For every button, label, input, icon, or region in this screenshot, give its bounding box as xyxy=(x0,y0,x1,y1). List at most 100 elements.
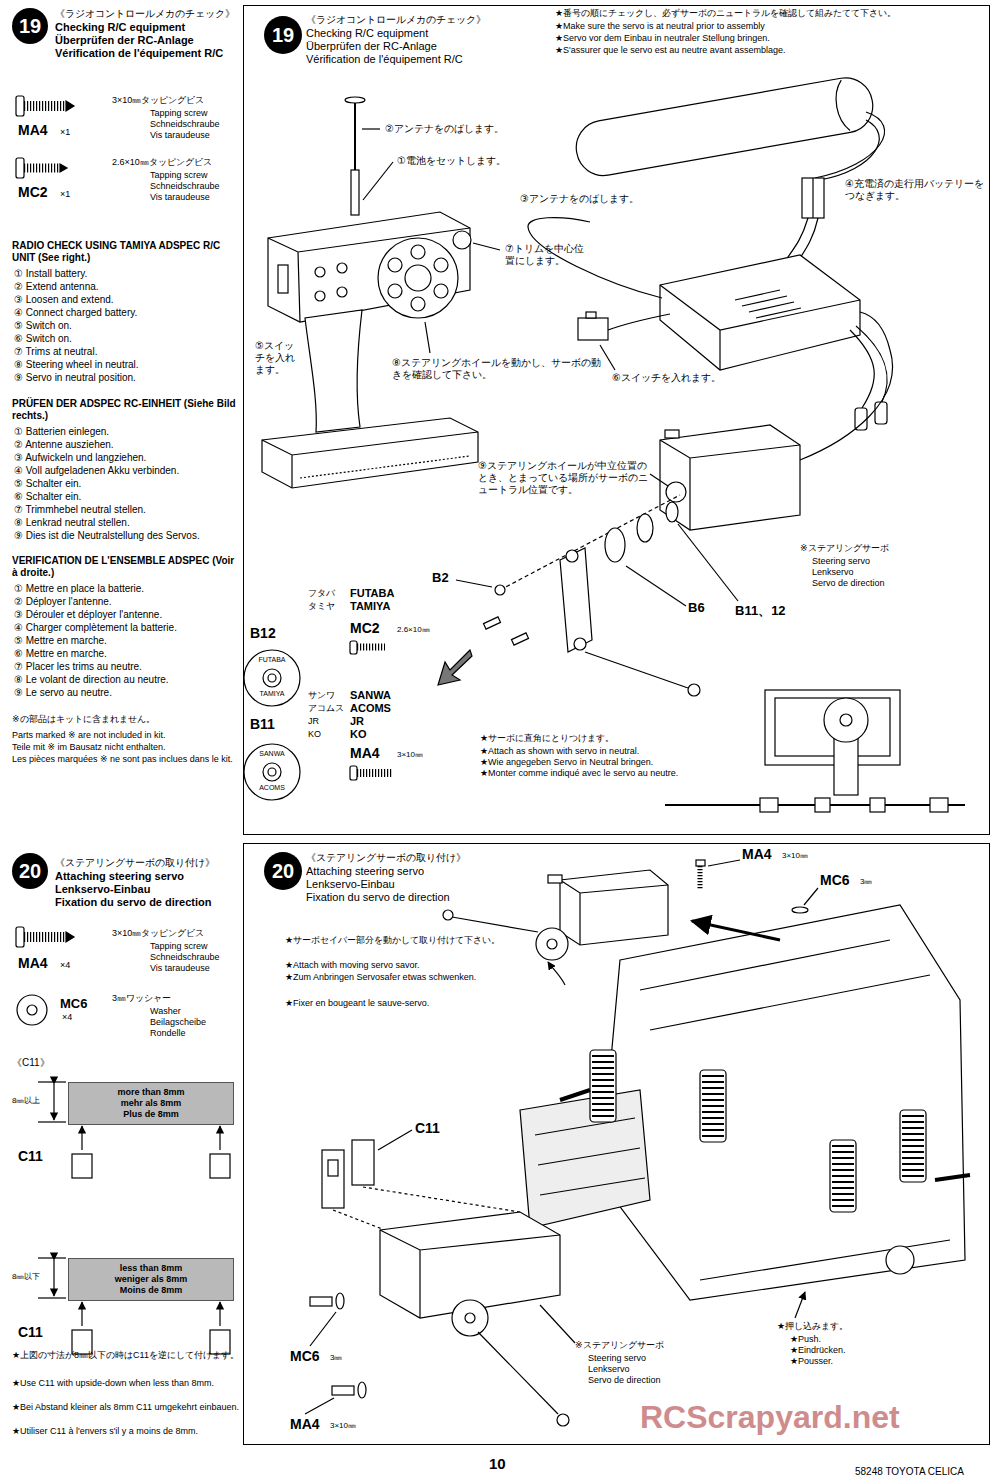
illustration-stroke xyxy=(305,310,362,432)
illustration-stroke xyxy=(640,940,950,1280)
annotation-text: ② Déployer l'antenne. xyxy=(14,596,240,608)
illustration-stroke xyxy=(24,101,66,111)
illustration-stroke xyxy=(453,231,471,249)
annotation-text: 8㎜以上 xyxy=(12,1096,48,1106)
illustration-stroke xyxy=(268,212,470,322)
illustration-stroke xyxy=(560,870,668,945)
illustration-stroke xyxy=(388,284,402,298)
annotation-text: TAMIYA xyxy=(252,690,292,698)
annotation-text: 3㎜ xyxy=(860,877,890,887)
illustration-stroke xyxy=(310,1297,332,1306)
illustration-stroke xyxy=(702,1075,724,1138)
illustration-stroke xyxy=(600,905,965,1300)
part-note: Moins de 8mm xyxy=(120,1285,183,1296)
illustration-stroke xyxy=(900,1110,926,1182)
annotation-text: ⑦ Trims at neutral. xyxy=(14,346,240,358)
illustration-stroke xyxy=(456,580,492,587)
annotation-text: ⑤ Mettre en marche. xyxy=(14,635,240,647)
illustration-stroke xyxy=(38,1257,66,1258)
illustration-stroke xyxy=(16,96,24,116)
annotation-text: ★押し込みます。 xyxy=(777,1321,897,1332)
annotation-text: ⑧ステアリングホイールを動かし、サーボの動きを確認して下さい。 xyxy=(392,357,602,381)
illustration-stroke xyxy=(333,1210,390,1232)
illustration-stroke xyxy=(678,524,738,601)
illustration-stroke xyxy=(345,97,365,103)
illustration-stroke xyxy=(840,714,852,726)
annotation-text: Lenkservo-Einbau xyxy=(55,883,245,896)
annotation-text: Les pièces marquées ※ ne sont pas inclue… xyxy=(12,754,240,765)
illustration-stroke xyxy=(357,769,392,777)
annotation-text: ★Use C11 with upside-down when less than… xyxy=(12,1378,242,1389)
c11-part: less than 8mmweniger als 8mmMoins de 8mm xyxy=(68,1258,234,1301)
annotation-text: PRÜFEN DER ADSPEC RC-EINHEIT (Siehe Bild… xyxy=(12,398,240,422)
illustration-stroke xyxy=(411,245,425,259)
illustration-stroke xyxy=(637,514,653,542)
illustration-stroke xyxy=(336,1293,344,1309)
annotation-text: MC6 xyxy=(820,872,860,889)
illustration-stroke xyxy=(81,1302,82,1326)
illustration-stroke xyxy=(850,330,874,408)
illustration-stroke xyxy=(268,768,276,776)
annotation-text: MA4 xyxy=(742,846,782,863)
annotation-text: ACOMS xyxy=(350,702,430,715)
annotation-text: ⑤ Schalter ein. xyxy=(14,478,240,490)
annotation-text: Beilagscheibe xyxy=(150,1017,245,1028)
annotation-text: 8㎜以下 xyxy=(12,1272,48,1282)
annotation-text: Vis taraudeuse xyxy=(150,130,245,141)
annotation-text: B11、12 xyxy=(735,603,805,619)
annotation-text: Servo de direction xyxy=(812,578,962,589)
illustration-stroke xyxy=(219,1302,220,1326)
annotation-text: Vis taraudeuse xyxy=(150,192,245,203)
illustration-stroke xyxy=(735,290,801,318)
annotation-text: ⑥スイッチを入れます。 xyxy=(612,372,762,384)
illustration-stroke xyxy=(802,178,824,218)
illustration-stroke xyxy=(902,1115,924,1178)
illustration-stroke xyxy=(566,550,578,562)
illustration-stroke xyxy=(574,638,586,650)
annotation-text: RADIO CHECK USING TAMIYA ADSPEC R/C UNIT… xyxy=(12,240,240,264)
annotation-text: MC2 xyxy=(350,620,395,637)
illustration-stroke xyxy=(66,101,74,111)
annotation-text: 《ラジオコントロールメカのチェック》 xyxy=(55,8,245,20)
watermark: RCScrapyard.net xyxy=(640,1398,970,1436)
annotation-text: ⑨ Le servo au neutre. xyxy=(14,687,240,699)
annotation-text: ※の部品はキットに含まれません。 xyxy=(12,714,240,725)
illustration-stroke xyxy=(53,1260,54,1296)
annotation-text: ⑨ Dies ist die Neutralstellung des Servo… xyxy=(14,530,240,542)
illustration-stroke xyxy=(411,297,425,311)
illustration-stroke xyxy=(547,939,557,949)
illustration-stroke xyxy=(310,1312,336,1346)
illustration-stroke xyxy=(795,1292,805,1318)
illustration-stroke xyxy=(38,1297,66,1298)
annotation-text: MA4 xyxy=(290,1416,330,1433)
illustration-stroke xyxy=(66,932,74,942)
annotation-text: サンワ xyxy=(308,690,352,701)
annotation-text: Tapping screw xyxy=(150,170,245,181)
illustration-stroke xyxy=(608,314,670,330)
illustration-stroke xyxy=(263,669,281,687)
annotation-text: ⑤ Switch on. xyxy=(14,320,240,332)
step-heading: Lenkservo-Einbau xyxy=(306,878,395,891)
illustration-stroke xyxy=(548,875,562,883)
illustration-stroke xyxy=(315,267,325,277)
step-number: 20 xyxy=(264,852,302,890)
annotation-text: ★Pousser. xyxy=(790,1356,900,1367)
annotation-text: Attaching steering servo xyxy=(55,870,245,883)
illustration-stroke xyxy=(478,1332,558,1414)
illustration-stroke xyxy=(305,1398,334,1414)
annotation-text: ×1 xyxy=(60,189,84,200)
illustration-stroke xyxy=(832,80,850,132)
illustration-stroke xyxy=(300,456,470,478)
step-number-text: 19 xyxy=(272,24,294,47)
step-heading: 《ステアリングサーボの取り付け》 xyxy=(306,852,466,864)
illustration-stroke xyxy=(520,1090,650,1228)
step-heading: Checking R/C equipment xyxy=(306,27,428,40)
illustration-stroke xyxy=(930,798,948,812)
illustration-stroke xyxy=(560,548,592,652)
annotation-text: Rondelle xyxy=(150,1028,245,1039)
illustration-stroke xyxy=(660,440,800,530)
annotation-text: ③アンテナをのばします。 xyxy=(520,193,670,205)
illustration-stroke xyxy=(605,528,625,562)
annotation-text: 2.6×10㎜ xyxy=(397,625,457,635)
illustration-stroke xyxy=(278,265,288,293)
